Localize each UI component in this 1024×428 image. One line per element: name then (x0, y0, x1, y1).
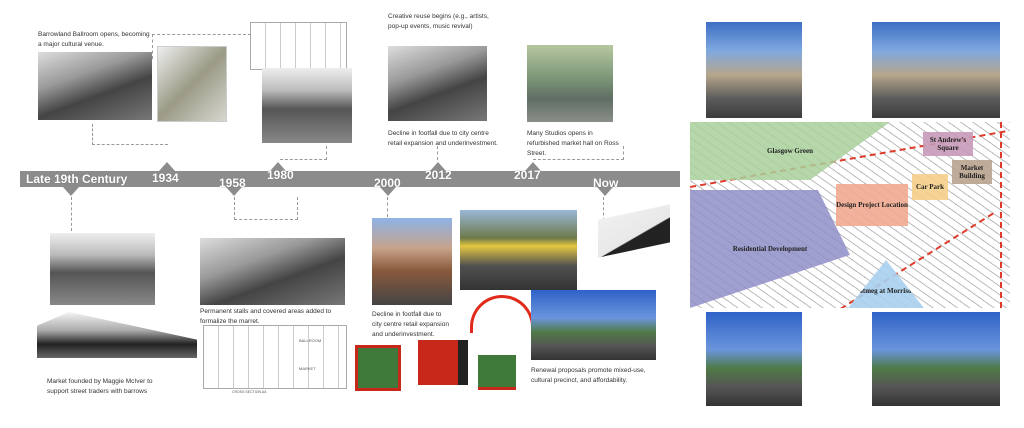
isometric-site-model (598, 204, 670, 258)
photo-market-gate-1 (706, 312, 802, 406)
marker-1980 (270, 162, 286, 171)
marker-now (597, 187, 613, 196)
photo-horse-cart (50, 233, 155, 305)
zone-glasgow-green: Glasgow Green (690, 122, 890, 180)
block-model-2 (418, 340, 468, 385)
caption-1934: Barrowland Ballroom opens, becoming a ma… (38, 31, 150, 48)
marker-19th (63, 187, 79, 196)
barras-arch-render (470, 295, 534, 333)
photo-street-view-2 (872, 22, 1000, 118)
caption-1958: Permanent stalls and covered areas added… (200, 308, 332, 325)
caption-creative-reuse: Creative reuse begins (e.g., artists, po… (388, 13, 489, 30)
label-market: MARKET (299, 366, 316, 371)
cross-section-drawing: BALLROOM MARKET (203, 325, 347, 389)
photo-street-view-1 (706, 22, 802, 118)
marker-2000 (380, 187, 396, 196)
label-now: Now (593, 176, 619, 190)
connector-1934 (92, 124, 168, 145)
connector-2017 (533, 146, 624, 160)
connector-1958 (234, 197, 298, 220)
marker-2017 (525, 162, 541, 171)
connector-2012 (437, 146, 438, 160)
photo-building-2000 (372, 218, 452, 305)
caption-2000: Decline in footfall due to city centre r… (372, 311, 449, 338)
marker-2012 (430, 162, 446, 171)
label-2012: 2012 (425, 168, 452, 182)
zone-market-building: Market Building (952, 160, 992, 184)
site-context-map: Glasgow Green Residential Development St… (690, 122, 1010, 308)
zone-design-project: Design Project Location (836, 184, 908, 226)
photo-market-gate-2 (872, 312, 1000, 406)
connector-1980 (280, 146, 327, 160)
label-ballroom: BALLROOM (299, 338, 322, 343)
photo-market-1980 (262, 68, 352, 143)
photo-ross-street-2017 (527, 45, 613, 122)
block-model-1 (355, 345, 401, 391)
marker-1934 (159, 162, 175, 171)
label-1934: 1934 (152, 171, 179, 185)
connector-1934-drawing (152, 34, 251, 59)
photo-ballroom-1958 (200, 238, 345, 305)
zone-st-andrews: St Andrew's Square (923, 132, 973, 156)
caption-19th-century: Market founded by Maggie McIver to suppo… (47, 378, 153, 395)
label-2017: 2017 (514, 168, 541, 182)
connector-19th (71, 197, 72, 231)
caption-2017: Many Studios opens in refurbished market… (527, 130, 619, 157)
market-shed-render (37, 312, 197, 358)
photo-plan-document (157, 46, 227, 122)
elevation-drawing (250, 22, 347, 70)
caption-2012-decline: Decline in footfall due to city centre r… (388, 130, 498, 147)
label-cross-section: CROSS SECTION AA (232, 390, 267, 394)
block-model-3 (478, 355, 516, 390)
timeline-bar (20, 171, 680, 187)
label-late-19th: Late 19th Century (26, 172, 128, 186)
zone-car-park: Car Park (912, 174, 948, 200)
photo-market-street (460, 210, 577, 290)
label-1980: 1980 (267, 168, 294, 182)
marker-1958 (226, 187, 242, 196)
photo-barrowland-1934 (38, 52, 152, 120)
label-1958: 1958 (219, 176, 246, 190)
label-2000: 2000 (374, 176, 401, 190)
photo-stalls-2012 (388, 46, 487, 121)
caption-now: Renewal proposals promote mixed-use, cul… (531, 367, 646, 384)
photo-barras-gate-now (531, 290, 656, 360)
zone-morrisons: Nutmeg at Morrisons (848, 260, 924, 308)
route-line-3 (1000, 122, 1002, 308)
connector-2000 (387, 197, 388, 217)
zone-residential: Residential Development (690, 190, 850, 308)
